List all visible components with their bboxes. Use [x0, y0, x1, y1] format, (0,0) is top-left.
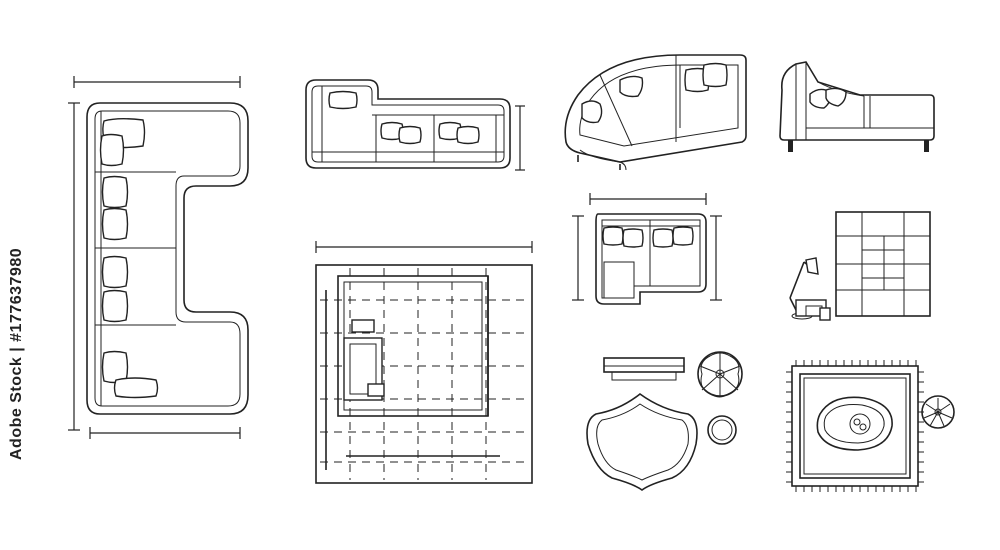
small-sectional-sofa-icon	[572, 193, 722, 305]
u-shaped-sectional-sofa-icon	[68, 76, 249, 439]
coffee-table-icon	[603, 357, 685, 381]
fringed-rug-with-oval-table-icon	[786, 360, 955, 492]
tiled-rug-icon	[835, 211, 931, 317]
l-shaped-sofa-icon	[305, 79, 525, 171]
curved-sectional-sofa-icon	[564, 54, 747, 171]
rug-with-furniture-layout-icon	[315, 241, 533, 484]
round-side-table-icon	[707, 415, 737, 445]
floor-lamp-with-armchair-icon	[789, 257, 831, 321]
potted-plant-icon	[697, 351, 743, 398]
chaise-lounge-sofa-icon	[779, 61, 935, 152]
pouf-ottoman-icon	[586, 392, 698, 491]
stock-watermark-id: Adobe Stock | #177637980	[8, 247, 25, 460]
